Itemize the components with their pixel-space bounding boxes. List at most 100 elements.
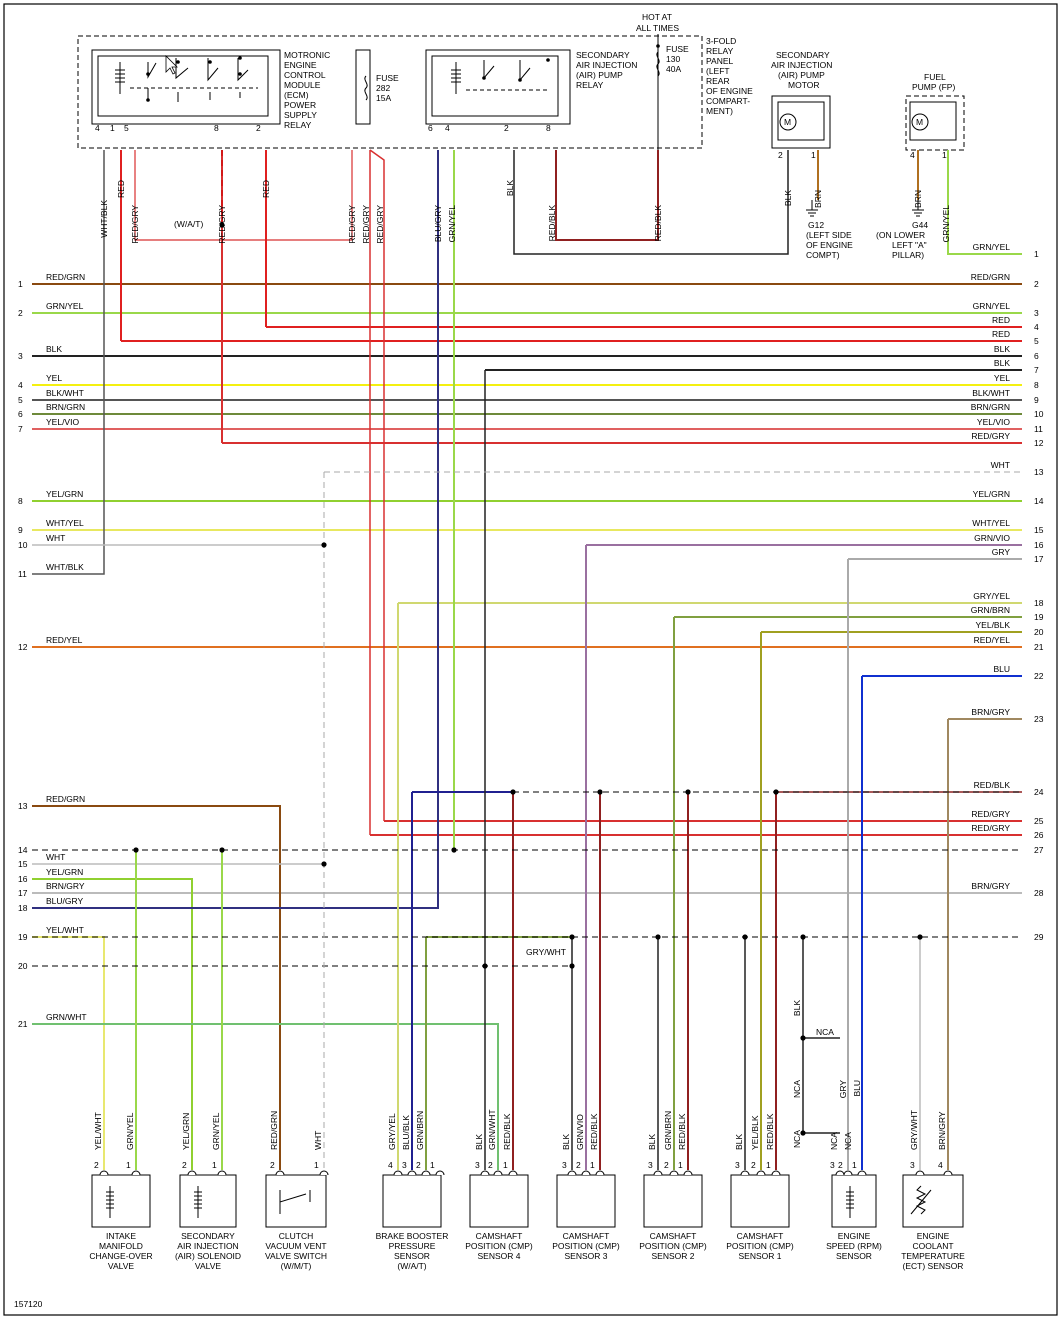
panel-label-4: REAR bbox=[706, 76, 730, 86]
air-motor-label-2: (AIR) PUMP bbox=[778, 70, 825, 80]
pin-number: 2 bbox=[94, 1160, 99, 1170]
splice-dot bbox=[219, 847, 225, 853]
left-connector-8-number: 8 bbox=[18, 496, 23, 506]
air-relay-pin-2: 2 bbox=[504, 123, 509, 133]
pin-socket bbox=[99, 1170, 109, 1176]
clutch-switch-wire bbox=[32, 805, 281, 1170]
air-motor-label-0: SECONDARY bbox=[776, 50, 830, 60]
right-connector-23-number: 23 bbox=[1034, 714, 1044, 724]
panel-label-5: OF ENGINE bbox=[706, 86, 753, 96]
ecm-label-0: MOTRONIC bbox=[284, 50, 330, 60]
right-connector-2-label: RED/GRN bbox=[971, 272, 1010, 282]
switch-icon bbox=[279, 1190, 311, 1214]
right-connector-10-number: 10 bbox=[1034, 409, 1044, 419]
component-name-line: TEMPERATURE bbox=[901, 1251, 965, 1261]
left-connector-11-label: WHT/BLK bbox=[46, 562, 84, 572]
right-connector-9-label: BLK/WHT bbox=[972, 388, 1010, 398]
pin-socket bbox=[508, 1170, 518, 1176]
pin-socket bbox=[771, 1170, 781, 1176]
pin-number: 3 bbox=[402, 1160, 407, 1170]
pin-number: 2 bbox=[182, 1160, 187, 1170]
right-connector-24-label: RED/BLK bbox=[974, 780, 1011, 790]
right-connector-25-number: 25 bbox=[1034, 816, 1044, 826]
left-connector-19-number: 19 bbox=[18, 932, 28, 942]
splice-dot bbox=[219, 222, 225, 228]
component-wire-label: BLU/BLK bbox=[401, 1115, 411, 1150]
component-wire-label: GRN/YEL bbox=[125, 1112, 135, 1150]
right-connector-25-label: RED/GRY bbox=[971, 809, 1010, 819]
splice-dot bbox=[482, 963, 488, 969]
left-connector-21-label: GRN/WHT bbox=[46, 1012, 87, 1022]
component-wire-label: RED/BLK bbox=[765, 1113, 775, 1150]
pin-socket bbox=[480, 1170, 490, 1176]
right-connector-18-number: 18 bbox=[1034, 598, 1044, 608]
coil-icon bbox=[194, 1186, 202, 1218]
pin-number: 3 bbox=[475, 1160, 480, 1170]
left-connector-4-number: 4 bbox=[18, 380, 23, 390]
right-connector-8-label: YEL bbox=[994, 373, 1010, 383]
air-relay-label-1: AIR INJECTION bbox=[576, 60, 637, 70]
left-connector-18-label: BLU/GRY bbox=[46, 896, 83, 906]
pin-socket bbox=[393, 1170, 403, 1176]
pin-socket bbox=[131, 1170, 141, 1176]
top-wire-label-0: WHT/BLK bbox=[99, 200, 109, 238]
right-connector-3-number: 3 bbox=[1034, 308, 1039, 318]
left-connector-6-number: 6 bbox=[18, 409, 23, 419]
ecm-label-6: SUPPLY bbox=[284, 110, 317, 120]
left-connector-5-label: BLK/WHT bbox=[46, 388, 84, 398]
ecm-label-2: CONTROL bbox=[284, 70, 326, 80]
right-connector-4-number: 4 bbox=[1034, 322, 1039, 332]
left-connector-1-label: RED/GRN bbox=[46, 272, 85, 282]
splice-dot bbox=[321, 542, 327, 548]
left-connector-3-number: 3 bbox=[18, 351, 23, 361]
right-connector-26-number: 26 bbox=[1034, 830, 1044, 840]
left-connector-1-number: 1 bbox=[18, 279, 23, 289]
ecm-power-supply-relay bbox=[91, 49, 281, 125]
component-name-line: VACUUM VENT bbox=[265, 1241, 326, 1251]
pin-number: 1 bbox=[590, 1160, 595, 1170]
pin-socket bbox=[581, 1170, 591, 1176]
right-connector-28-number: 28 bbox=[1034, 888, 1044, 898]
pin-socket bbox=[683, 1170, 693, 1176]
component-wire-label: BLK bbox=[474, 1134, 484, 1150]
splice-dot bbox=[133, 847, 139, 853]
component-name-line: ENGINE bbox=[917, 1231, 950, 1241]
pin-socket bbox=[669, 1170, 679, 1176]
wht-blk-wire bbox=[32, 150, 105, 575]
g12-label-2: OF ENGINE bbox=[806, 240, 853, 250]
ecm-label-1: ENGINE bbox=[284, 60, 317, 70]
left-connector-9-label: WHT/YEL bbox=[46, 518, 84, 528]
right-connector-5-label: RED bbox=[992, 329, 1010, 339]
component-name-line: PRESSURE bbox=[389, 1241, 436, 1251]
component-name-line: POSITION (CMP) bbox=[726, 1241, 794, 1251]
g12-label-1: (LEFT SIDE bbox=[806, 230, 852, 240]
component-wire-label: GRN/BRN bbox=[415, 1111, 425, 1150]
pin-number: 1 bbox=[212, 1160, 217, 1170]
component-name-line: VALVE SWITCH bbox=[265, 1251, 327, 1261]
right-connector-19-label: GRN/BRN bbox=[971, 605, 1010, 615]
pin-socket bbox=[567, 1170, 577, 1176]
right-connector-12-number: 12 bbox=[1034, 438, 1044, 448]
pin-number: 1 bbox=[766, 1160, 771, 1170]
component-wire-label: YEL/WHT bbox=[93, 1112, 103, 1150]
component-wire-label: RED/BLK bbox=[589, 1113, 599, 1150]
component-wire-label: RED/GRN bbox=[269, 1111, 279, 1150]
pin-socket bbox=[943, 1170, 953, 1176]
left-connector-7-number: 7 bbox=[18, 424, 23, 434]
fuel-pump-label-0: FUEL bbox=[924, 72, 946, 82]
g44-label-0: G44 bbox=[912, 220, 928, 230]
right-connector-12-label: RED/GRY bbox=[971, 431, 1010, 441]
splice-dot bbox=[800, 1035, 806, 1041]
right-connector-15-number: 15 bbox=[1034, 525, 1044, 535]
air-motor-label-1: AIR INJECTION bbox=[771, 60, 832, 70]
top-wire-label-2: RED/GRY bbox=[130, 205, 140, 244]
right-connector-21-number: 21 bbox=[1034, 642, 1044, 652]
component-wire-label: RED/BLK bbox=[677, 1113, 687, 1150]
fuse-282-label-2: 15A bbox=[376, 93, 391, 103]
ecm-relay-label: MOTRONIC ENGINE CONTROL MODULE (ECM) POW… bbox=[284, 50, 330, 130]
